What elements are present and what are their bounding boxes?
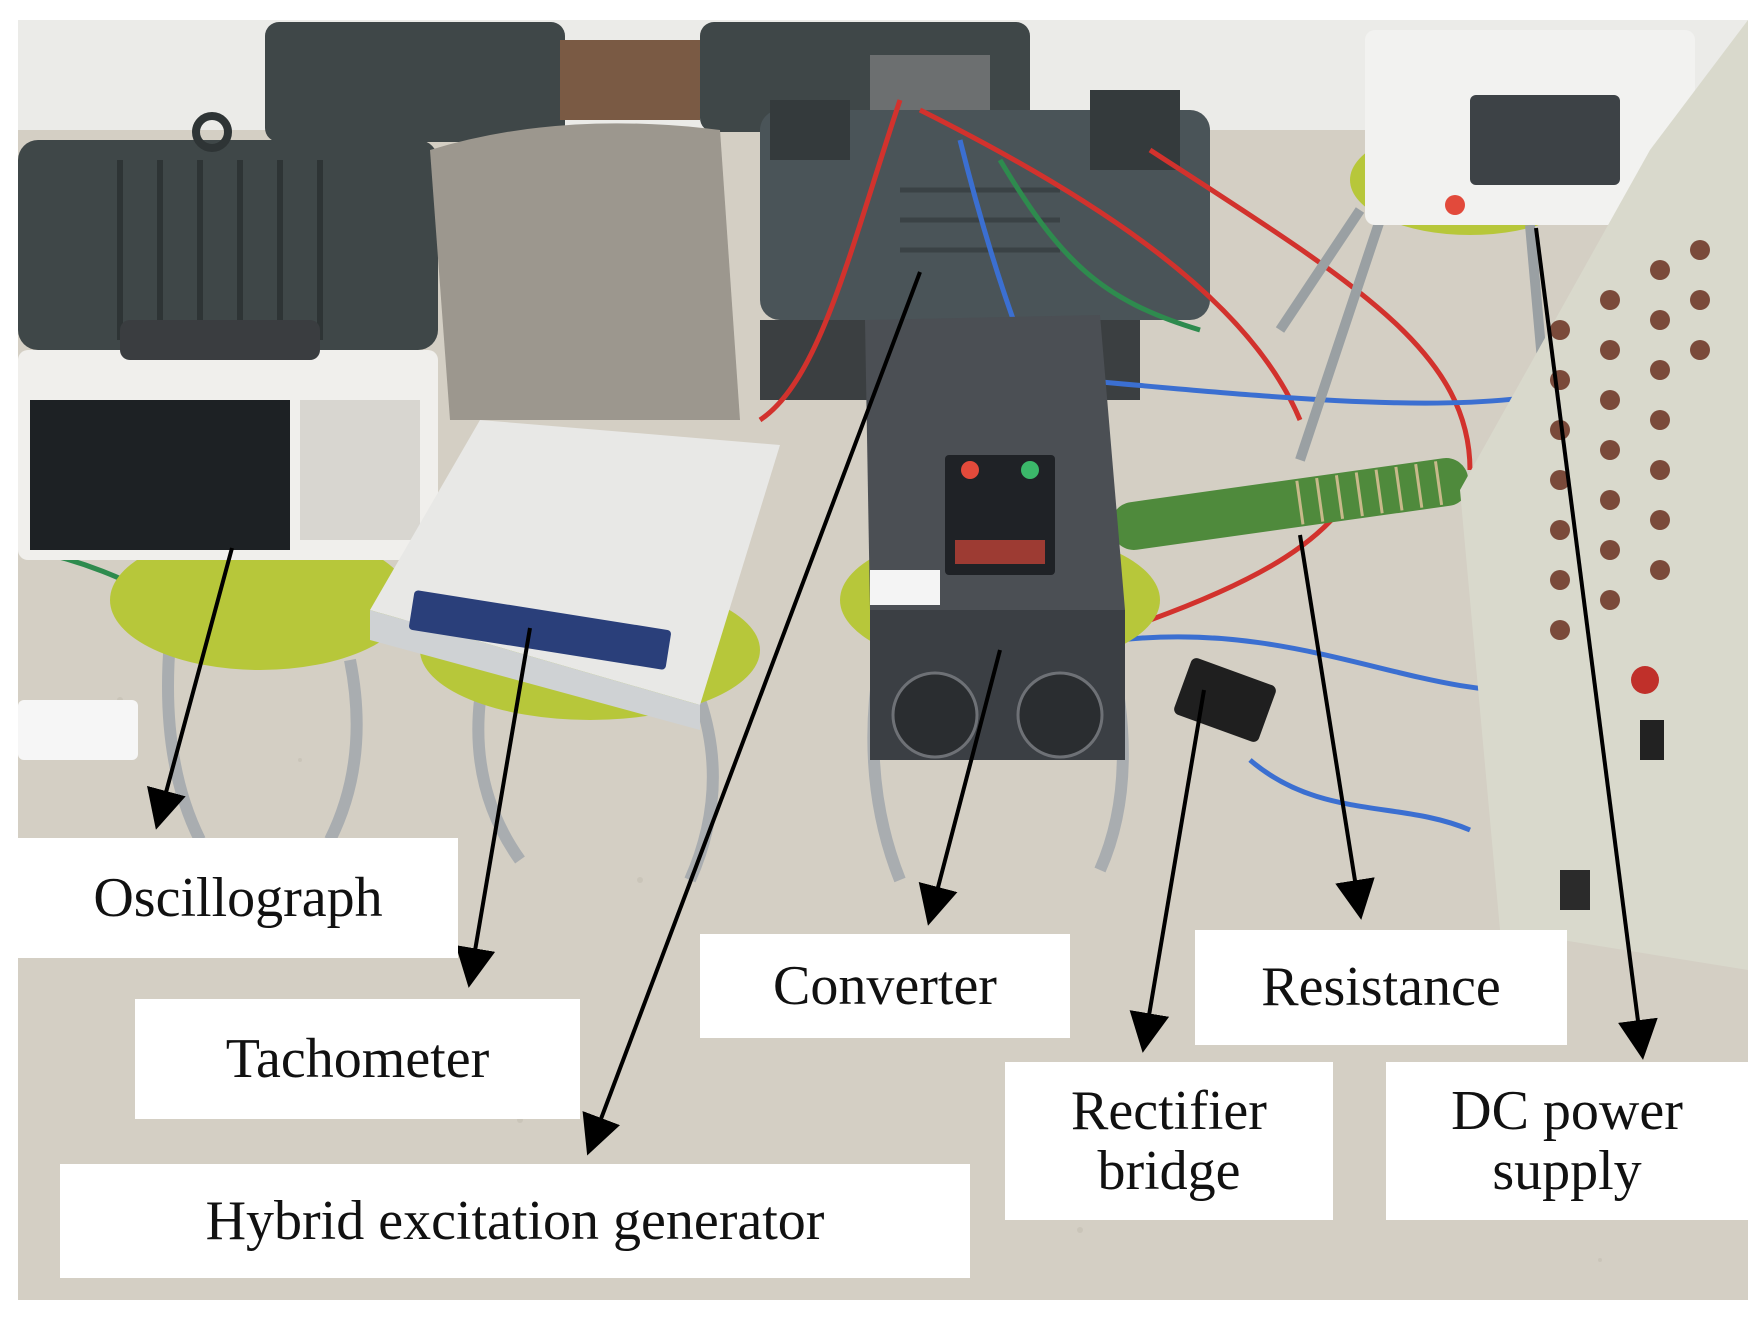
power-strip: [18, 700, 138, 760]
arrow-hybrid-generator: [582, 271, 922, 1156]
arrow-oscillograph: [147, 547, 234, 830]
label-converter-text: Converter: [773, 954, 997, 1017]
coupling-guard: [430, 123, 740, 421]
label-dc-power-supply: DC power supply: [1386, 1062, 1748, 1220]
tachometer-device: [370, 420, 780, 730]
label-hybrid-excitation-generator: Hybrid excitation generator: [60, 1164, 970, 1278]
label-rectifier-bridge-line1: Rectifier: [1071, 1079, 1267, 1142]
label-rectifier-bridge: Rectifier bridge: [1005, 1062, 1333, 1220]
control-cabinet: [1460, 20, 1748, 970]
converter-device: [865, 315, 1125, 760]
label-tachometer-text: Tachometer: [225, 1027, 490, 1090]
arrow-converter: [918, 649, 1002, 926]
label-oscillograph: Oscillograph: [18, 838, 458, 958]
label-hybrid-excitation-generator-text: Hybrid excitation generator: [205, 1189, 825, 1252]
arrow-resistance: [1298, 534, 1375, 920]
oscilloscope-device: [18, 320, 438, 560]
label-dc-power-supply-line2: supply: [1492, 1140, 1642, 1202]
label-resistance-text: Resistance: [1261, 956, 1501, 1019]
label-resistance: Resistance: [1195, 930, 1567, 1045]
label-rectifier-bridge-line2: bridge: [1097, 1140, 1241, 1202]
drive-motor: [18, 112, 438, 350]
label-dc-power-supply-line1: DC power: [1451, 1079, 1683, 1142]
label-converter: Converter: [700, 934, 1070, 1038]
arrow-tachometer: [455, 627, 532, 988]
arrow-rectifier-bridge: [1129, 689, 1206, 1053]
dc-power-supply: [1275, 30, 1695, 462]
resistance-tube: [1111, 458, 1469, 550]
label-tachometer: Tachometer: [135, 999, 580, 1119]
label-oscillograph-text: Oscillograph: [93, 866, 383, 929]
arrow-dc-power-supply: [1534, 227, 1658, 1060]
